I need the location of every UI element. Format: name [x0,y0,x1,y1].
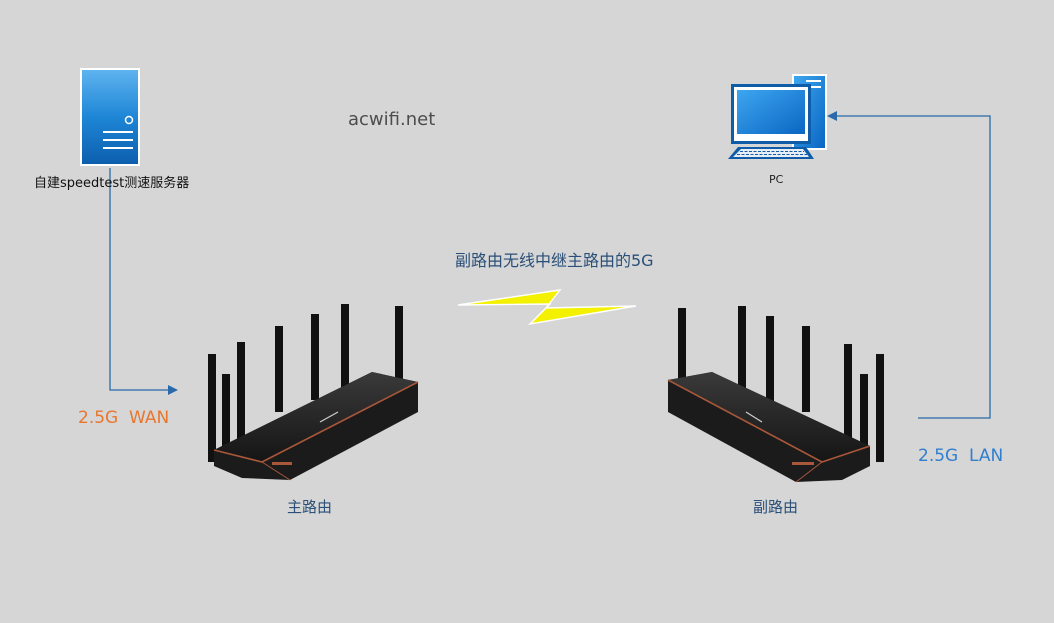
main-router-image [208,304,419,481]
watermark-text: acwifi.net [348,109,436,130]
lan-port-label: 2.5G LAN [918,446,1004,466]
wireless-label: 副路由无线中继主路由的5G [455,251,654,270]
sub-router-image [667,306,884,483]
desktop-computer-icon [728,74,827,159]
wan-port-label: 2.5G WAN [78,408,170,428]
pc-label: PC [769,173,784,186]
main-router-label: 主路由 [287,498,333,516]
lightning-bolt-icon [457,289,637,326]
server-label: 自建speedtest测速服务器 [34,176,190,191]
sub-router-to-pc-link [827,111,991,419]
sub-router-label: 副路由 [753,498,799,516]
server-to-main-router-link [109,168,178,395]
server-icon [80,68,140,166]
